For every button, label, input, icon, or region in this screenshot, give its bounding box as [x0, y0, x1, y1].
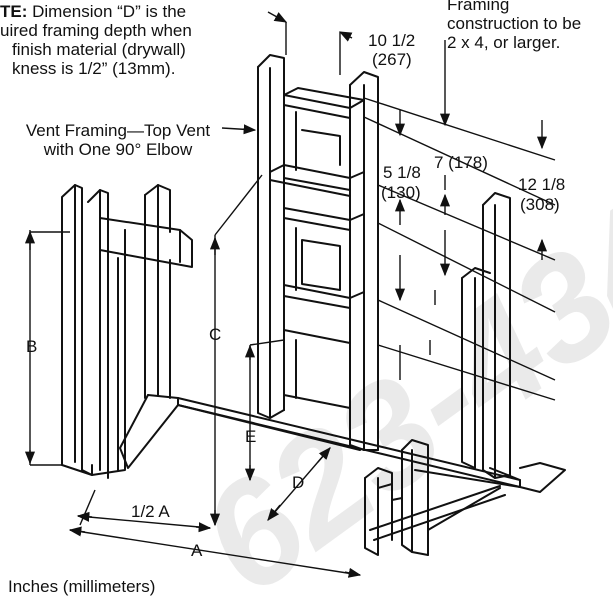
dim-label-c: C	[209, 325, 221, 344]
units-caption: Inches (millimeters)	[8, 577, 156, 596]
framing-note-line-3: 2 x 4, or larger.	[447, 33, 561, 52]
framing-construction-note: Framing construction to be 2 x 4, or lar…	[447, 0, 581, 52]
vent-label-line-1: Vent Framing—Top Vent	[25, 121, 211, 140]
dimension-lines	[24, 11, 556, 578]
framing-depth-note: TE: Dimension “D” is the uired framing d…	[0, 2, 192, 78]
note-line-1: Dimension “D” is the	[27, 2, 187, 21]
dim-7: 7 (178)	[434, 153, 488, 172]
dim-label-half-a: 1/2 A	[131, 502, 170, 521]
framing-note-line-1: Framing	[447, 0, 510, 14]
note-line-4: kness is 1/2” (13mm).	[12, 59, 176, 78]
note-prefix: TE:	[0, 2, 28, 21]
dim-10-1-2: 10 1/2	[368, 31, 415, 50]
dim-5-1-8: 5 1/8	[383, 163, 421, 182]
left-wall-framing	[61, 184, 193, 479]
dim-12-1-8: 12 1/8	[518, 175, 565, 194]
dim-label-a: A	[191, 541, 203, 560]
note-line-3: finish material (drywall)	[12, 40, 186, 59]
vent-framing-label: Vent Framing—Top Vent with One 90° Elbow	[14, 121, 222, 159]
dim-label-b: B	[26, 337, 37, 356]
vent-framing-tower	[257, 54, 379, 451]
dim-12-1-8-mm: (308)	[520, 195, 560, 214]
dim-label-d: D	[292, 473, 304, 492]
vent-label-line-2: with One 90° Elbow	[43, 140, 193, 159]
dim-10-1-2-mm: (267)	[372, 50, 412, 69]
framing-note-line-2: construction to be	[447, 14, 582, 33]
dim-5-1-8-mm: (130)	[381, 183, 421, 202]
note-line-2: uired framing depth when	[0, 21, 192, 40]
dim-label-e: E	[245, 427, 256, 446]
right-wall-framing	[364, 192, 511, 556]
